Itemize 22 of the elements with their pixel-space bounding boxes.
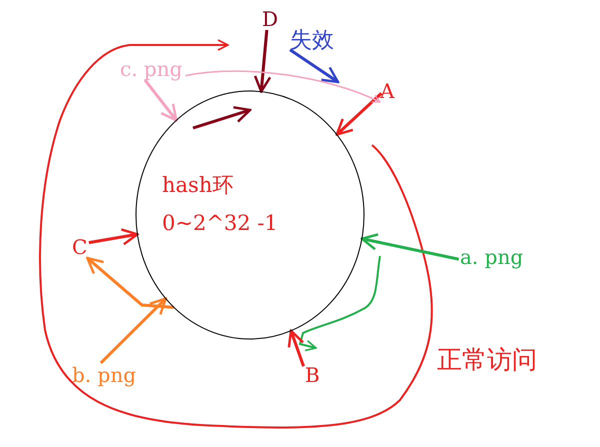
arrow — [288, 330, 305, 367]
node-label: b. png — [72, 364, 136, 386]
node-label: c. png — [120, 58, 182, 80]
arrow — [144, 79, 178, 122]
node-label: B — [305, 364, 320, 386]
arrow — [185, 70, 381, 103]
arrow — [88, 228, 139, 246]
hash-ring — [135, 90, 365, 340]
arrow — [289, 48, 340, 84]
arrow — [86, 256, 174, 309]
note-label: 正常访问 — [437, 346, 537, 374]
node-label: D — [262, 8, 278, 30]
node-label: A — [380, 80, 394, 102]
node-label: a. png — [460, 246, 524, 268]
node-label: C — [72, 236, 88, 258]
arrow — [360, 233, 460, 261]
arrow — [336, 92, 382, 136]
ring-label: hash环 — [162, 174, 234, 196]
arrow — [254, 30, 272, 93]
arrow — [100, 297, 167, 364]
ring-label: 0~2^32 -1 — [162, 212, 278, 234]
node-label: 失效 — [290, 30, 334, 52]
